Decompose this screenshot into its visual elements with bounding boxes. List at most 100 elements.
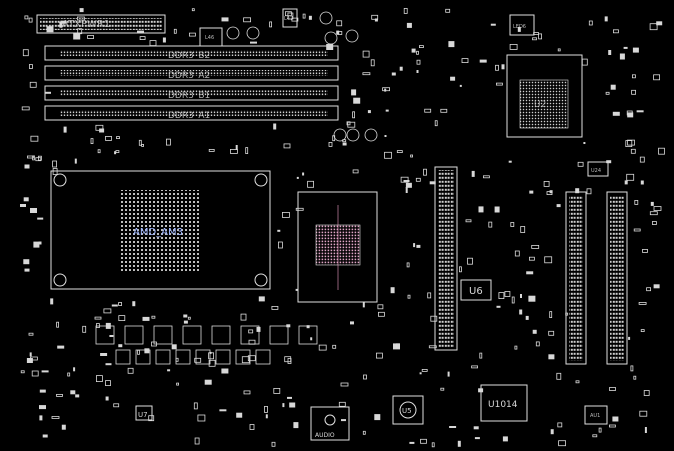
smd-part xyxy=(501,64,505,70)
mosfet xyxy=(195,349,211,365)
capacitor xyxy=(346,128,360,142)
mosfet xyxy=(215,349,231,365)
mosfet xyxy=(135,349,151,365)
inductor-l46-label: L46 xyxy=(205,35,214,41)
smd-part xyxy=(118,302,122,306)
smd-part xyxy=(494,206,500,213)
smd-part xyxy=(556,204,561,208)
smd-part xyxy=(28,17,33,23)
cpu-socket[interactable]: AMD_AM3 xyxy=(50,170,271,290)
smd-part xyxy=(115,150,120,154)
choke xyxy=(269,325,289,345)
dimm-slot[interactable]: DDR3_B2 xyxy=(44,45,339,61)
dimm-slot[interactable]: DDR3_B1 xyxy=(44,85,339,101)
smd-part xyxy=(630,148,636,154)
smd-part xyxy=(479,352,483,359)
smd-part xyxy=(407,294,411,299)
smd-part xyxy=(430,315,438,322)
smd-part xyxy=(423,168,427,176)
smd-part xyxy=(374,18,378,22)
chip-u5[interactable]: U5 xyxy=(392,395,424,425)
chipset-region[interactable] xyxy=(297,191,378,303)
chip-u2-label: U2 xyxy=(534,100,546,110)
atx-power-connector[interactable]: ATXPWR1 xyxy=(36,14,166,34)
smd-part xyxy=(56,393,63,397)
chip-u6-label: U6 xyxy=(469,286,483,297)
smd-part xyxy=(510,222,515,227)
smd-part xyxy=(39,415,43,421)
smd-part xyxy=(332,344,337,349)
smd-part xyxy=(502,436,508,442)
smd-part xyxy=(277,229,281,232)
chip-u2[interactable]: U2 xyxy=(506,54,583,138)
smd-part xyxy=(229,148,238,154)
smd-part xyxy=(608,50,612,55)
smd-part xyxy=(245,147,249,155)
smd-part xyxy=(149,40,157,46)
smd-part xyxy=(70,390,76,395)
smd-part xyxy=(273,123,277,130)
smd-part xyxy=(118,344,123,348)
smd-part xyxy=(63,126,67,133)
smd-part xyxy=(221,368,229,374)
smd-part xyxy=(96,375,103,383)
smd-part xyxy=(282,403,285,408)
smd-part xyxy=(105,135,112,141)
smd-part xyxy=(165,138,171,146)
smd-part xyxy=(37,217,44,220)
smd-part xyxy=(532,37,537,41)
audio-connector[interactable]: AUDIO xyxy=(310,406,350,441)
smd-part xyxy=(67,372,71,377)
chip-au1[interactable]: AU1 xyxy=(584,405,608,425)
chip-u1014[interactable]: U1014 xyxy=(480,384,528,422)
smd-part xyxy=(405,187,408,193)
smd-part xyxy=(367,110,371,114)
dimm-slot[interactable]: DDR3_A2 xyxy=(44,65,339,81)
smd-part xyxy=(606,160,612,164)
dimm-slot-group: DDR3_B2 DDR3_A2 DDR3_B1 DDR3_A1 xyxy=(44,45,339,121)
smd-part xyxy=(281,211,290,218)
led-group[interactable]: LED6 xyxy=(509,14,535,36)
smd-part xyxy=(113,403,120,408)
smd-part xyxy=(26,358,33,363)
smd-part xyxy=(137,349,140,355)
smd-part xyxy=(50,298,54,305)
smd-part xyxy=(310,337,313,341)
choke xyxy=(182,325,202,345)
smd-part xyxy=(277,241,283,249)
smd-part xyxy=(391,72,396,76)
chip-u7[interactable]: U7 xyxy=(135,405,153,421)
expansion-slot[interactable] xyxy=(606,191,628,365)
smd-part xyxy=(351,89,357,96)
chip-u24-label: U24 xyxy=(591,168,601,174)
smd-part xyxy=(529,190,534,194)
chip-u6[interactable]: U6 xyxy=(460,279,492,301)
expansion-slot[interactable] xyxy=(565,191,587,365)
capacitor xyxy=(333,128,347,142)
smd-part xyxy=(557,48,561,52)
smd-part xyxy=(509,44,518,50)
smd-part xyxy=(465,219,472,223)
smd-part xyxy=(419,372,422,375)
smd-part xyxy=(183,314,188,318)
smd-part xyxy=(588,20,593,26)
choke xyxy=(298,325,318,345)
smd-part xyxy=(38,155,42,161)
smd-part xyxy=(57,345,65,349)
smd-part xyxy=(650,201,654,206)
smd-part xyxy=(30,208,37,213)
smd-part xyxy=(362,72,371,76)
smd-part xyxy=(556,372,562,380)
dimm-slot[interactable]: DDR3_A1 xyxy=(44,105,339,121)
smd-part xyxy=(461,58,469,63)
smd-part xyxy=(649,23,658,31)
smd-part xyxy=(533,32,539,35)
smd-part xyxy=(638,301,647,305)
smd-part xyxy=(550,429,554,435)
vertical-connector[interactable] xyxy=(434,166,458,351)
smd-part xyxy=(269,21,273,28)
inductor-l46[interactable]: L46 xyxy=(199,27,223,47)
chip-u24[interactable]: U24 xyxy=(587,161,609,177)
smd-part xyxy=(458,266,462,273)
smd-part xyxy=(24,268,30,272)
